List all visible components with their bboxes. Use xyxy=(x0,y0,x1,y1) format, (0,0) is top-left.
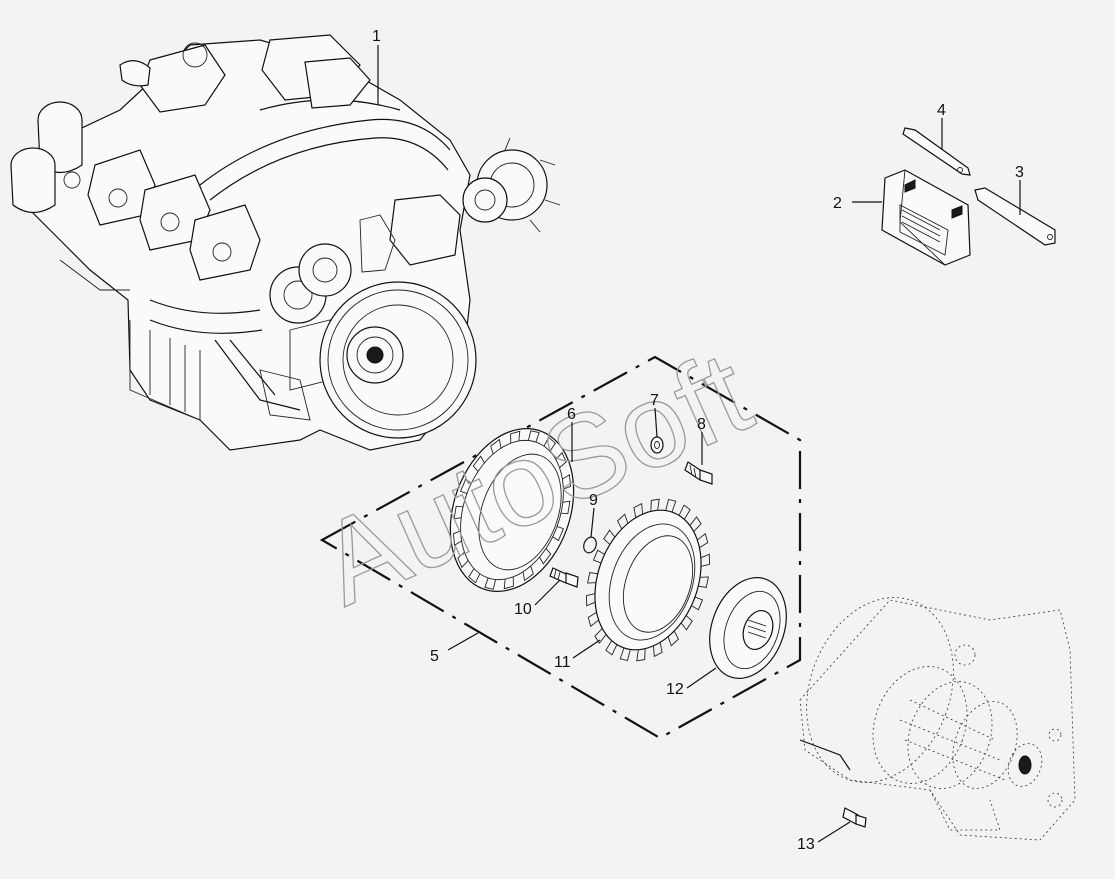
engine-assembly xyxy=(10,34,561,451)
mounting-bracket-upper xyxy=(902,127,971,176)
inner-toothed-gear xyxy=(586,498,710,662)
callout-3: 3 xyxy=(1015,164,1024,181)
screw-lower xyxy=(549,567,579,588)
kit-boundary xyxy=(319,355,802,740)
callout-5: 5 xyxy=(430,648,439,665)
leader-lines xyxy=(377,45,1021,843)
callout-11: 11 xyxy=(554,654,571,671)
callout-13: 13 xyxy=(797,836,815,853)
callout-labels: 1 2 3 4 5 6 7 8 9 10 11 12 13 xyxy=(372,28,1024,853)
control-unit xyxy=(881,169,971,266)
mounting-bracket-lower xyxy=(974,187,1056,246)
hub-flange xyxy=(709,577,787,679)
bolt-housing xyxy=(842,807,867,828)
o-ring xyxy=(583,536,597,554)
callout-10: 10 xyxy=(514,601,532,618)
bolt-upper xyxy=(684,461,713,485)
callout-8: 8 xyxy=(697,416,706,433)
callout-7: 7 xyxy=(650,392,659,409)
callout-12: 12 xyxy=(666,681,684,698)
callout-1: 1 xyxy=(372,28,381,45)
driven-unit-housing xyxy=(799,597,1076,841)
callout-2: 2 xyxy=(833,195,842,212)
callout-9: 9 xyxy=(589,492,598,509)
outer-toothed-ring xyxy=(449,428,575,592)
callout-6: 6 xyxy=(567,406,576,423)
callout-4: 4 xyxy=(937,102,946,119)
